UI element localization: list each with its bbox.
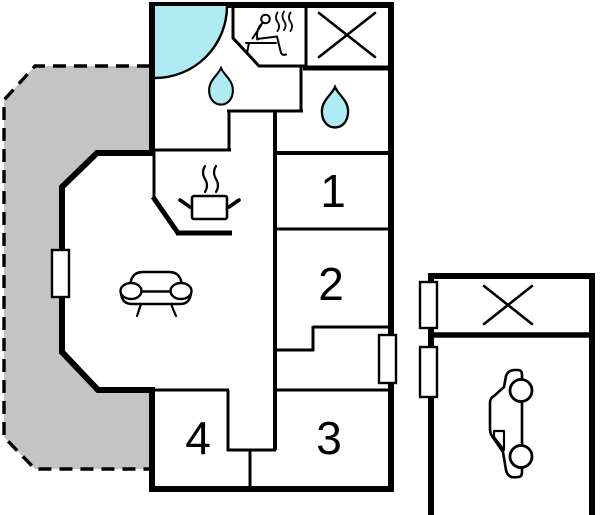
- door-swing-fill: [155, 6, 227, 78]
- sauna-person-head: [260, 13, 271, 25]
- garage-window-upper: [418, 280, 439, 330]
- sauna-steam-lines: [275, 10, 293, 32]
- sofa-armrest-right: [169, 281, 193, 301]
- terrace-dashed-border: [2, 64, 150, 471]
- car-wheel-front: [508, 444, 534, 469]
- garage-building: [418, 273, 595, 515]
- sofa-legs: [135, 302, 178, 318]
- sofa-armrest-left: [119, 281, 143, 301]
- door-swing-arc: [154, 5, 229, 80]
- room-label-1: 1: [320, 165, 346, 217]
- pot-handles: [178, 198, 241, 209]
- steaming-pot-icon: [178, 164, 241, 221]
- car-window: [492, 429, 506, 452]
- pot-steam-lines: [201, 164, 220, 194]
- cross-mark-icon-main: [317, 11, 377, 59]
- car-wheel-rear: [508, 378, 534, 403]
- room-label-4: 4: [185, 412, 211, 464]
- window-left: [50, 248, 71, 299]
- pot-body: [190, 194, 229, 221]
- sauna-person-icon: [245, 10, 293, 56]
- room-label-2: 2: [318, 258, 344, 310]
- wall-kitchen-counter-diagonal: [150, 195, 181, 235]
- window-right: [377, 333, 398, 385]
- sauna-bench: [245, 42, 277, 54]
- door-swing-arc-line: [154, 5, 229, 80]
- garage-window-lower: [418, 345, 439, 399]
- water-drop-icon-entry: [208, 65, 234, 106]
- interior-walls: [150, 3, 391, 489]
- wall-sauna-left: [231, 3, 261, 68]
- cross-mark-icon-garage: [482, 284, 534, 326]
- room-label-3: 3: [316, 412, 342, 464]
- sofa-icon: [119, 270, 193, 318]
- sauna-person-body: [251, 22, 287, 56]
- water-drop-icon-inner: [320, 84, 350, 129]
- car-icon: [488, 368, 534, 479]
